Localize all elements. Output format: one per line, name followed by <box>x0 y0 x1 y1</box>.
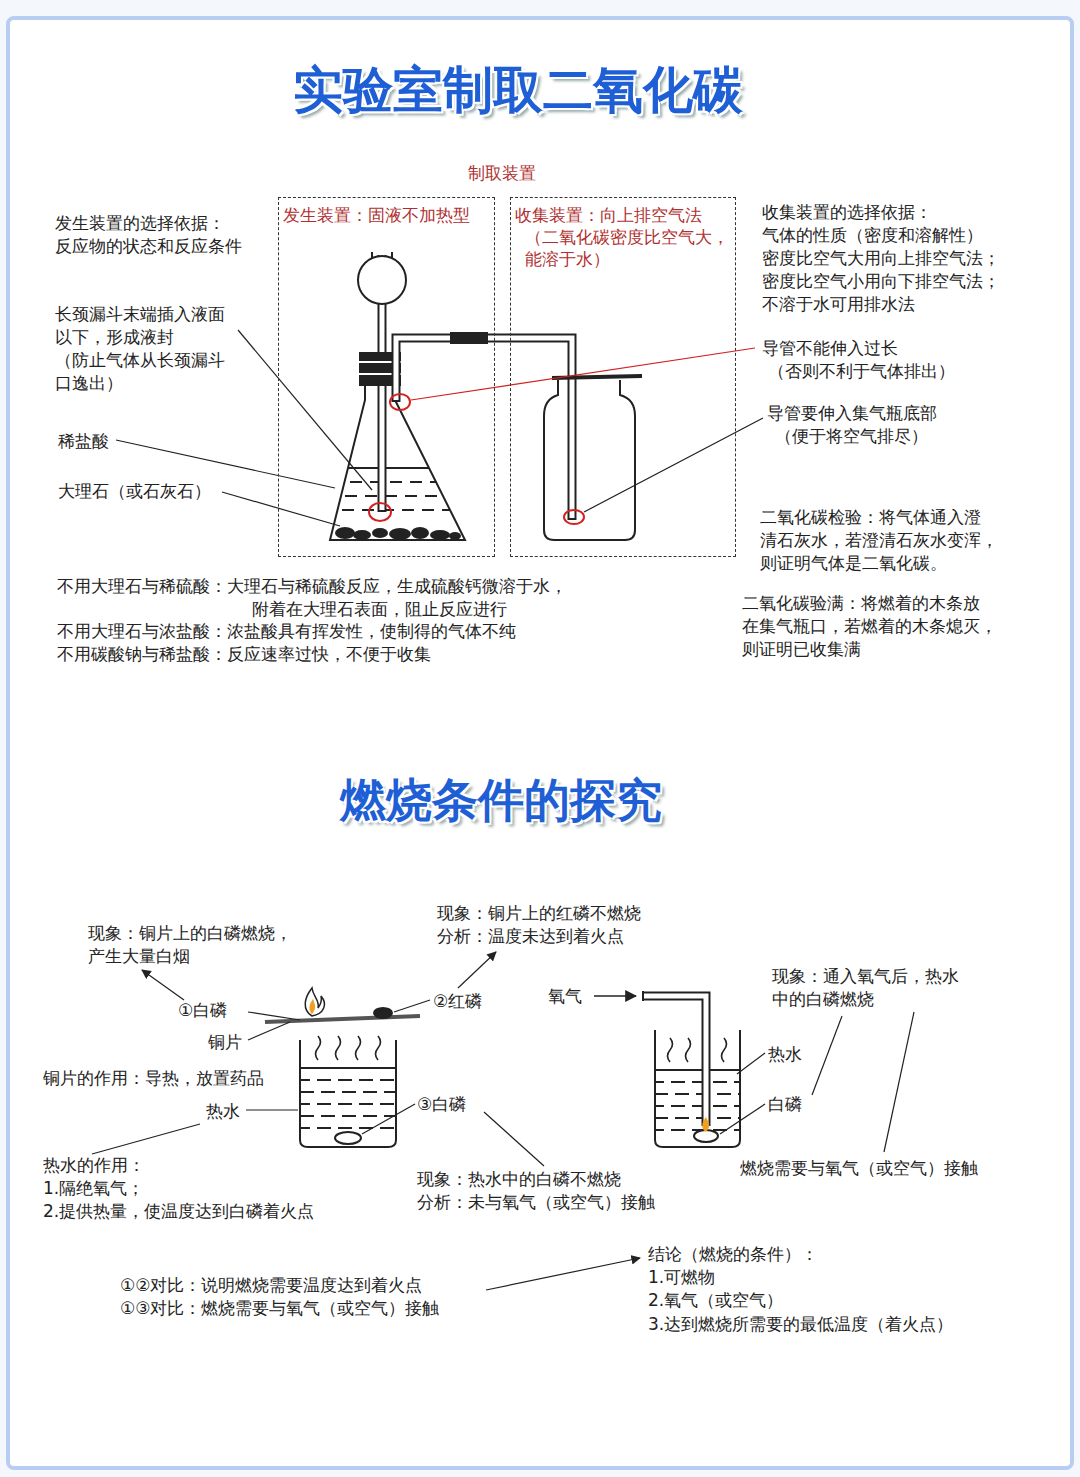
annotation-text: 1.可燃物 <box>648 1266 715 1288</box>
annotation-text: 现象：通入氧气后，热水 <box>772 965 959 987</box>
annotation-text: 稀盐酸 <box>58 430 109 452</box>
annotation-text: 导管不能伸入过长 <box>762 337 898 359</box>
annotation-text: 铜片的作用：导热，放置药品 <box>43 1067 264 1089</box>
annotation-text: 口逸出） <box>55 372 123 394</box>
annotation-text: 不用大理石与浓盐酸：浓盐酸具有挥发性，使制得的气体不纯 <box>57 620 516 642</box>
annotation-text: 3.达到燃烧所需要的最低温度（着火点） <box>648 1313 953 1335</box>
annotation-text: 二氧化碳检验：将气体通入澄 <box>760 506 981 528</box>
annotation-text: 则证明气体是二氧化碳。 <box>760 552 947 574</box>
annotation-text: 不溶于水可用排水法 <box>762 293 915 315</box>
annotation-text: 热水 <box>206 1100 240 1122</box>
oxygen-beaker <box>594 991 745 1147</box>
page-frame <box>8 18 1072 1468</box>
frame-heading: 收集装置：向上排空气法 <box>515 204 731 226</box>
annotation-text: 在集气瓶口，若燃着的木条熄灭， <box>742 615 997 637</box>
annotation-text: 2.提供热量，使温度达到白磷着火点 <box>43 1200 314 1222</box>
apparatus-frame: 收集装置：向上排空气法（二氧化碳密度比空气大，能溶于水） <box>510 197 736 557</box>
annotation-text: 分析：未与氧气（或空气）接触 <box>417 1191 655 1213</box>
annotation-text: 产生大量白烟 <box>88 945 190 967</box>
annotation-text: ①②对比：说明燃烧需要温度达到着火点 <box>120 1274 422 1296</box>
annotation-text: 以下，形成液封 <box>55 326 174 348</box>
frame-note: （二氧化碳密度比空气大，能溶于水） <box>515 226 731 270</box>
annotation-text: 密度比空气大用向上排空气法； <box>762 247 1000 269</box>
annotation-text: 1.隔绝氧气； <box>43 1177 144 1199</box>
apparatus-frame: 发生装置：固液不加热型 <box>278 197 495 557</box>
annotation-text: 铜片 <box>208 1031 242 1053</box>
annotation-text: 中的白磷燃烧 <box>772 988 874 1010</box>
leader-lines <box>92 952 914 1290</box>
annotation-text: （便于将空气排尽） <box>775 425 928 447</box>
annotation-text: 清石灰水，若澄清石灰水变浑， <box>760 529 998 551</box>
annotation-text: 则证明已收集满 <box>742 638 861 660</box>
annotation-text: 大理石（或石灰石） <box>58 480 211 502</box>
annotation-text: 导管要伸入集气瓶底部 <box>767 402 937 424</box>
annotation-text: 热水 <box>768 1043 802 1065</box>
annotation-text: 白磷 <box>768 1093 802 1115</box>
annotation-text: 现象：热水中的白磷不燃烧 <box>417 1168 621 1190</box>
annotation-text: （防止气体从长颈漏斗 <box>55 349 225 371</box>
combustion-beaker <box>265 988 420 1147</box>
annotation-text: ②红磷 <box>433 990 482 1012</box>
annotation-text: 附着在大理石表面，阻止反应进行 <box>252 598 507 620</box>
section-heading: 燃烧条件的探究 <box>340 772 662 828</box>
annotation-text: 密度比空气小用向下排空气法； <box>762 270 1000 292</box>
annotation-text: 氧气 <box>548 985 582 1007</box>
annotation-text: 燃烧需要与氧气（或空气）接触 <box>740 1157 978 1179</box>
flask-apparatus <box>320 252 642 540</box>
annotation-text: 热水的作用： <box>43 1154 145 1176</box>
frame-heading: 发生装置：固液不加热型 <box>283 204 490 226</box>
annotation-text: 2.氧气（或空气） <box>648 1289 783 1311</box>
annotation-text: 发生装置的选择依据： <box>55 212 225 234</box>
annotation-text: ①③对比：燃烧需要与氧气（或空气）接触 <box>120 1297 439 1319</box>
annotation-text: ①白磷 <box>178 999 227 1021</box>
annotation-text: （否则不利于气体排出） <box>768 360 955 382</box>
annotation-text: 收集装置的选择依据： <box>762 201 932 223</box>
annotation-text: 气体的性质（密度和溶解性） <box>762 224 983 246</box>
annotation-text: 分析：温度未达到着火点 <box>437 925 624 947</box>
annotation-text: 结论（燃烧的条件）： <box>648 1243 818 1265</box>
annotation-text: 长颈漏斗末端插入液面 <box>55 303 225 325</box>
annotation-text: 反应物的状态和反应条件 <box>55 235 242 257</box>
annotation-text: 不用大理石与稀硫酸：大理石与稀硫酸反应，生成硫酸钙微溶于水， <box>57 575 567 597</box>
page-title: 实验室制取二氧化碳 <box>0 60 1036 120</box>
annotation-text: ③白磷 <box>417 1093 466 1115</box>
annotation-text: 不用碳酸钠与稀盐酸：反应速率过快，不便于收集 <box>57 643 431 665</box>
annotation-text: 二氧化碳验满：将燃着的木条放 <box>742 592 980 614</box>
annotation-text: 现象：铜片上的白磷燃烧， <box>88 922 292 944</box>
annotation-text: 现象：铜片上的红磷不燃烧 <box>437 902 641 924</box>
annotation-text: 制取装置 <box>468 162 536 184</box>
